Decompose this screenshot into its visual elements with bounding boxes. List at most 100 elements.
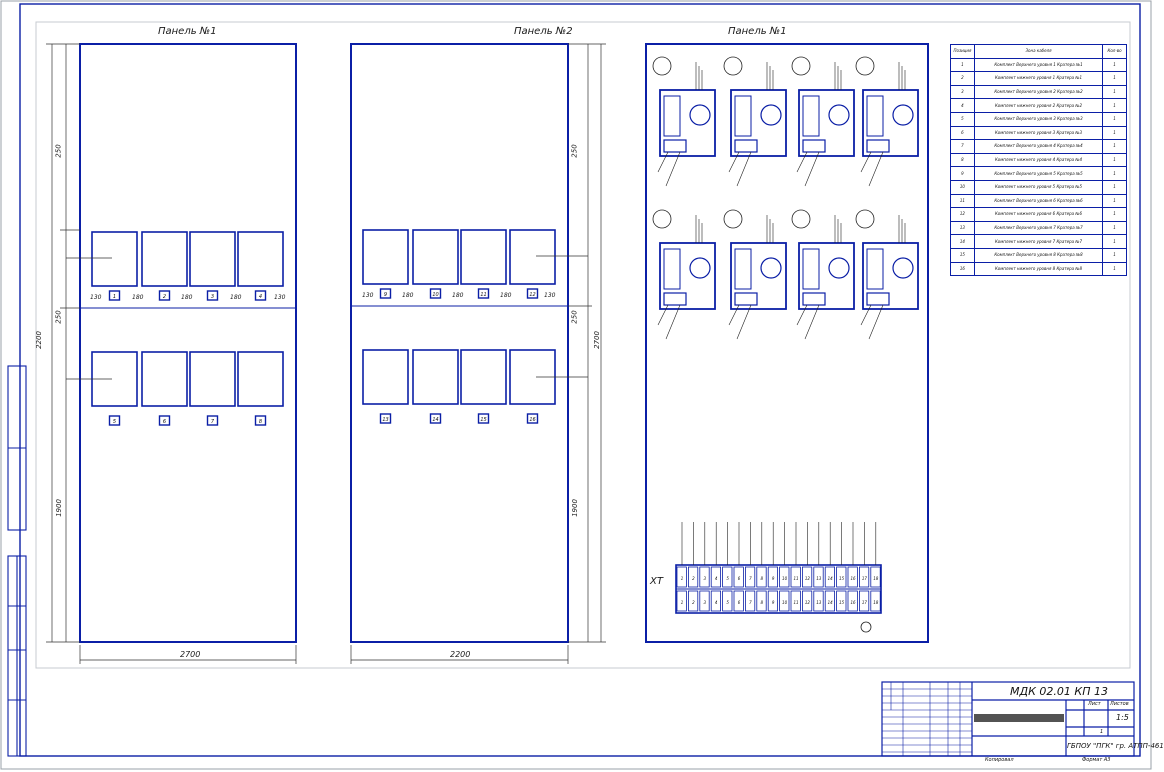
terminal-top-label-8: 8 (761, 576, 764, 581)
terminal-top-15 (836, 566, 847, 588)
p2-bottom-window-13 (362, 349, 409, 405)
module-1-connector (689, 104, 711, 126)
p1-bottom-tag-text-6: 6 (163, 419, 166, 425)
panel-2-seg-mid: 250 (570, 310, 579, 324)
row-description: Комплект нижнего уровня 1 Кратера №1 (973, 71, 1104, 86)
row-position: 5 (950, 111, 975, 127)
terminal-bottom-6 (733, 590, 744, 612)
terminal-bottom-label-6: 6 (738, 600, 741, 605)
terminal-top-3 (699, 566, 710, 588)
row-position: 1 (950, 57, 975, 73)
p1-bottom-tag-8 (254, 415, 267, 426)
terminal-top-label-1: 1 (681, 576, 684, 581)
row-position: 13 (950, 220, 975, 236)
module-6-term (734, 292, 758, 306)
p1-top-window-4 (237, 231, 284, 287)
module-4-block (866, 95, 884, 137)
sensor-8 (855, 209, 875, 229)
p2-gap-2: 180 (452, 292, 464, 299)
p1-top-window-2 (141, 231, 188, 287)
terminal-top-label-17: 17 (862, 576, 868, 581)
module-5-term (663, 292, 687, 306)
row-count: 1 (1102, 207, 1127, 222)
p2-top-tag-12 (526, 288, 539, 299)
module-8-block (866, 248, 884, 290)
row-position: 10 (950, 179, 975, 195)
terminal-bottom-18 (870, 590, 881, 612)
p1-top-tag-text-3: 3 (211, 294, 214, 300)
panel-1-width-dim: 2700 (180, 650, 201, 659)
title-block-frame (881, 681, 1135, 757)
module-3-out2 (804, 151, 820, 187)
sheets-value: 1 (1100, 729, 1104, 735)
terminal-top-label-10: 10 (782, 576, 788, 581)
module-8-out2 (868, 304, 884, 340)
terminal-bottom-17 (859, 590, 870, 612)
module-3-out (796, 151, 808, 173)
row-count: 1 (1102, 111, 1127, 127)
sensor-2 (723, 56, 743, 76)
panel-1-seg-mid: 250 (54, 310, 63, 324)
row-description: Комплект нижнего уровня 3 Кратера №3 (973, 125, 1104, 141)
p1-bottom-tag-text-5: 5 (113, 419, 116, 425)
spec-table-header: Позиция Зона кабеля Кол-во (950, 44, 1127, 59)
module-7-out (796, 304, 808, 326)
row-count: 1 (1102, 57, 1127, 73)
header-position: Позиция (950, 44, 975, 59)
terminal-bottom-label-13: 13 (816, 600, 822, 605)
module-1-term (663, 139, 687, 153)
p1-gap-2: 180 (181, 294, 193, 301)
row-description: Комплект Верхнего уровня 2 Кратера №2 (973, 84, 1104, 100)
panel-2-seg-bottom: 1900 (570, 499, 579, 517)
terminal-bottom-16 (847, 590, 858, 612)
terminal-bottom-label-1: 1 (681, 600, 684, 605)
p2-top-window-12 (509, 229, 556, 285)
module-7-block (802, 248, 820, 290)
panel-1-seg-bottom: 1900 (54, 499, 63, 517)
row-count: 1 (1102, 152, 1127, 168)
terminal-top-6 (733, 566, 744, 588)
terminal-bottom-1 (676, 590, 687, 612)
p1-gap-edge-left: 130 (90, 294, 102, 301)
terminal-top-label-9: 9 (772, 576, 775, 581)
module-1-out2 (665, 151, 681, 187)
p1-top-tag-text-1: 1 (113, 294, 116, 300)
row-position: 9 (950, 166, 975, 181)
doc-code: МДК 02.01 КП 13 (1010, 685, 1108, 698)
terminal-top-10 (779, 566, 790, 588)
header-count: Кол-во (1102, 44, 1127, 59)
row-position: 2 (950, 71, 975, 86)
p2-gap-edge-right: 130 (544, 292, 556, 299)
p2-gap-1: 180 (402, 292, 414, 299)
module-4-out2 (868, 151, 884, 187)
panel-1-title: Панель №1 (158, 26, 217, 37)
row-position: 3 (950, 84, 975, 100)
row-description: Комплект нижнего уровня 5 Кратера №5 (973, 179, 1104, 195)
group-name: ГБПОУ "ПГК" гр. АТПП-461 (1067, 742, 1164, 750)
row-count: 1 (1102, 220, 1127, 236)
terminal-top-8 (756, 566, 767, 588)
module-4 (862, 89, 919, 157)
terminal-top-7 (745, 566, 756, 588)
terminal-bottom-12 (802, 590, 813, 612)
p1-top-tag-3 (206, 290, 219, 301)
row-description: Комплект нижнего уровня 4 Кратера №4 (973, 152, 1104, 168)
p1-bottom-tag-text-7: 7 (211, 419, 215, 425)
terminal-top-label-3: 3 (704, 576, 707, 581)
p1-bottom-window-8 (237, 351, 284, 407)
terminal-top-label-4: 4 (715, 576, 718, 581)
module-2-block (734, 95, 752, 137)
row-count: 1 (1102, 179, 1127, 195)
sensor-5 (652, 209, 672, 229)
p2-gap-3: 180 (500, 292, 512, 299)
header-zone: Зона кабеля (973, 44, 1104, 59)
row-position: 11 (950, 193, 975, 209)
terminal-bottom-2 (688, 590, 699, 612)
terminal-top-13 (813, 566, 824, 588)
row-description: Комплект нижнего уровня 8 Кратера №8 (973, 261, 1104, 277)
drawing-frame (19, 3, 1141, 757)
p2-top-window-9 (362, 229, 409, 285)
terminal-top-label-14: 14 (828, 576, 834, 581)
scale-value: 1:5 (1116, 713, 1129, 722)
